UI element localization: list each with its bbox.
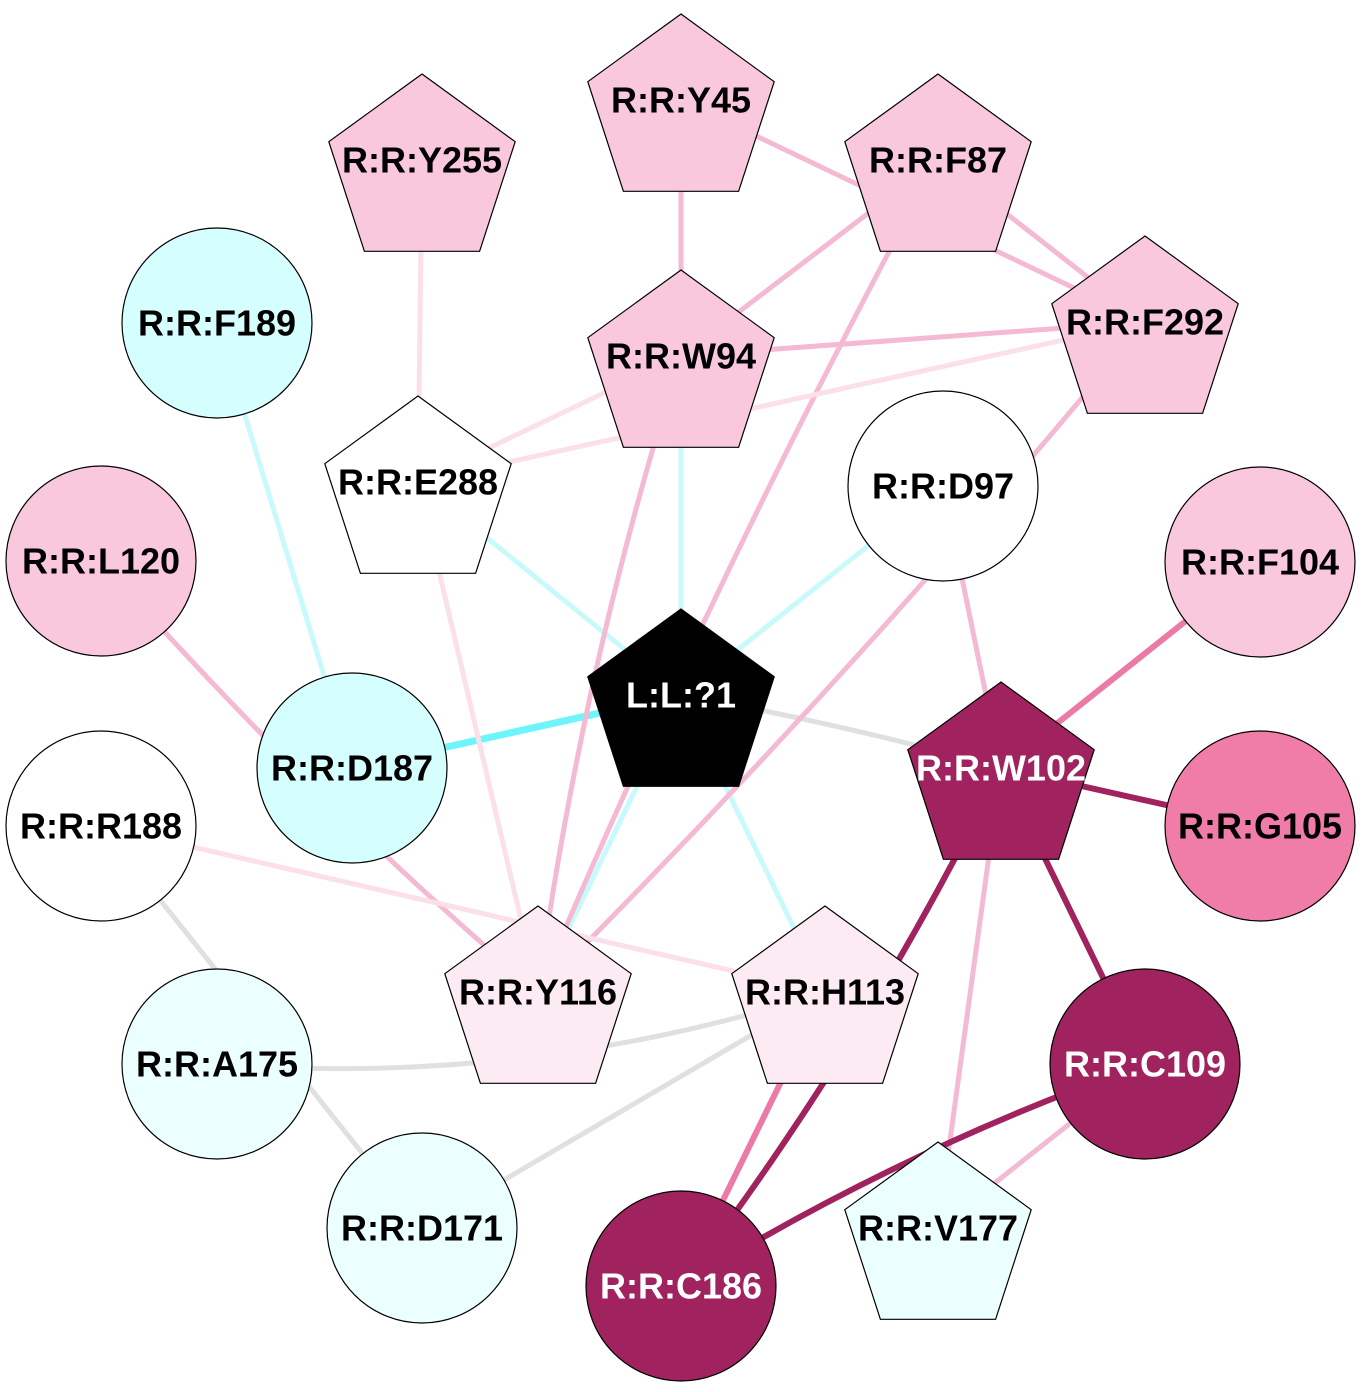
node-label-r-r-f292: R:R:F292	[1066, 302, 1224, 343]
node-r-r-f189: R:R:F189	[121, 227, 313, 419]
node-label-r-r-a175: R:R:A175	[136, 1044, 298, 1085]
node-label-r-r-w102: R:R:W102	[916, 748, 1086, 789]
node-label-r-r-y45: R:R:Y45	[611, 80, 751, 121]
node-label-r-r-f104: R:R:F104	[1181, 542, 1339, 583]
node-shape-r-r-a175	[121, 968, 313, 1160]
node-shape-r-r-c186	[585, 1190, 777, 1382]
node-l-l-1: L:L:?1	[587, 608, 775, 787]
node-shape-r-r-f104	[1164, 466, 1356, 658]
node-label-r-r-y255: R:R:Y255	[342, 140, 502, 181]
node-r-r-f87: R:R:F87	[844, 73, 1032, 252]
node-r-r-c186: R:R:C186	[585, 1190, 777, 1382]
edge-r-r-r188-r-r-h113	[98, 823, 828, 995]
node-r-r-c109: R:R:C109	[1049, 968, 1241, 1160]
node-shape-r-r-f87	[844, 73, 1032, 252]
node-r-r-h113: R:R:H113	[731, 905, 919, 1084]
node-label-r-r-l120: R:R:L120	[22, 541, 180, 582]
node-label-r-r-d187: R:R:D187	[271, 748, 433, 789]
node-r-r-w94: R:R:W94	[587, 269, 775, 448]
node-r-r-d187: R:R:D187	[256, 672, 448, 864]
node-r-r-l120: R:R:L120	[5, 465, 197, 657]
node-label-r-r-y116: R:R:Y116	[459, 972, 617, 1013]
node-r-r-y116: R:R:Y116	[444, 905, 632, 1084]
node-r-r-r188: R:R:R188	[5, 730, 197, 922]
node-shape-r-r-d171	[326, 1132, 518, 1324]
node-shape-r-r-g105	[1164, 730, 1356, 922]
node-r-r-d97: R:R:D97	[847, 390, 1039, 582]
node-label-r-r-r188: R:R:R188	[20, 806, 182, 847]
node-r-r-y255: R:R:Y255	[328, 73, 516, 252]
node-label-r-r-e288: R:R:E288	[338, 462, 498, 503]
node-label-r-r-d97: R:R:D97	[872, 466, 1014, 507]
node-r-r-g105: R:R:G105	[1164, 730, 1356, 922]
node-shape-r-r-e288	[324, 395, 512, 574]
node-shape-r-r-l120	[5, 465, 197, 657]
node-label-r-r-d171: R:R:D171	[341, 1208, 503, 1249]
node-shape-r-r-v177	[844, 1141, 1032, 1320]
node-shape-r-r-c109	[1049, 968, 1241, 1160]
node-label-r-r-f87: R:R:F87	[869, 140, 1007, 181]
node-label-r-r-c186: R:R:C186	[600, 1266, 762, 1307]
node-label-r-r-h113: R:R:H113	[745, 972, 905, 1013]
node-label-r-r-w94: R:R:W94	[606, 336, 756, 377]
node-shape-r-r-y255	[328, 73, 516, 252]
node-r-r-f104: R:R:F104	[1164, 466, 1356, 658]
edge-r-r-f292-r-r-y116	[535, 319, 1148, 995]
node-label-r-r-g105: R:R:G105	[1178, 806, 1342, 847]
edge-r-r-f292-r-r-e288	[415, 319, 1148, 485]
node-shape-r-r-f189	[121, 227, 313, 419]
edge-r-r-f87-r-r-y116	[535, 157, 941, 995]
node-shape-r-r-d97	[847, 390, 1039, 582]
node-r-r-a175: R:R:A175	[121, 968, 313, 1160]
node-shape-r-r-f292	[1051, 235, 1239, 414]
node-label-r-r-v177: R:R:V177	[858, 1208, 1018, 1249]
node-shape-r-r-w102	[907, 681, 1095, 860]
node-r-r-w102: R:R:W102	[907, 681, 1095, 860]
node-r-r-v177: R:R:V177	[844, 1141, 1032, 1320]
node-shape-r-r-w94	[587, 269, 775, 448]
node-r-r-y45: R:R:Y45	[587, 13, 775, 192]
node-r-r-d171: R:R:D171	[326, 1132, 518, 1324]
node-label-r-r-c109: R:R:C109	[1064, 1044, 1226, 1085]
node-shape-r-r-y45	[587, 13, 775, 192]
node-r-r-e288: R:R:E288	[324, 395, 512, 574]
node-shape-r-r-y116	[444, 905, 632, 1084]
node-label-r-r-f189: R:R:F189	[138, 303, 296, 344]
node-shape-r-r-r188	[5, 730, 197, 922]
node-shape-l-l-1	[587, 608, 775, 787]
node-r-r-f292: R:R:F292	[1051, 235, 1239, 414]
node-shape-r-r-d187	[256, 672, 448, 864]
node-shape-r-r-h113	[731, 905, 919, 1084]
node-label-l-l-1: L:L:?1	[626, 675, 736, 716]
